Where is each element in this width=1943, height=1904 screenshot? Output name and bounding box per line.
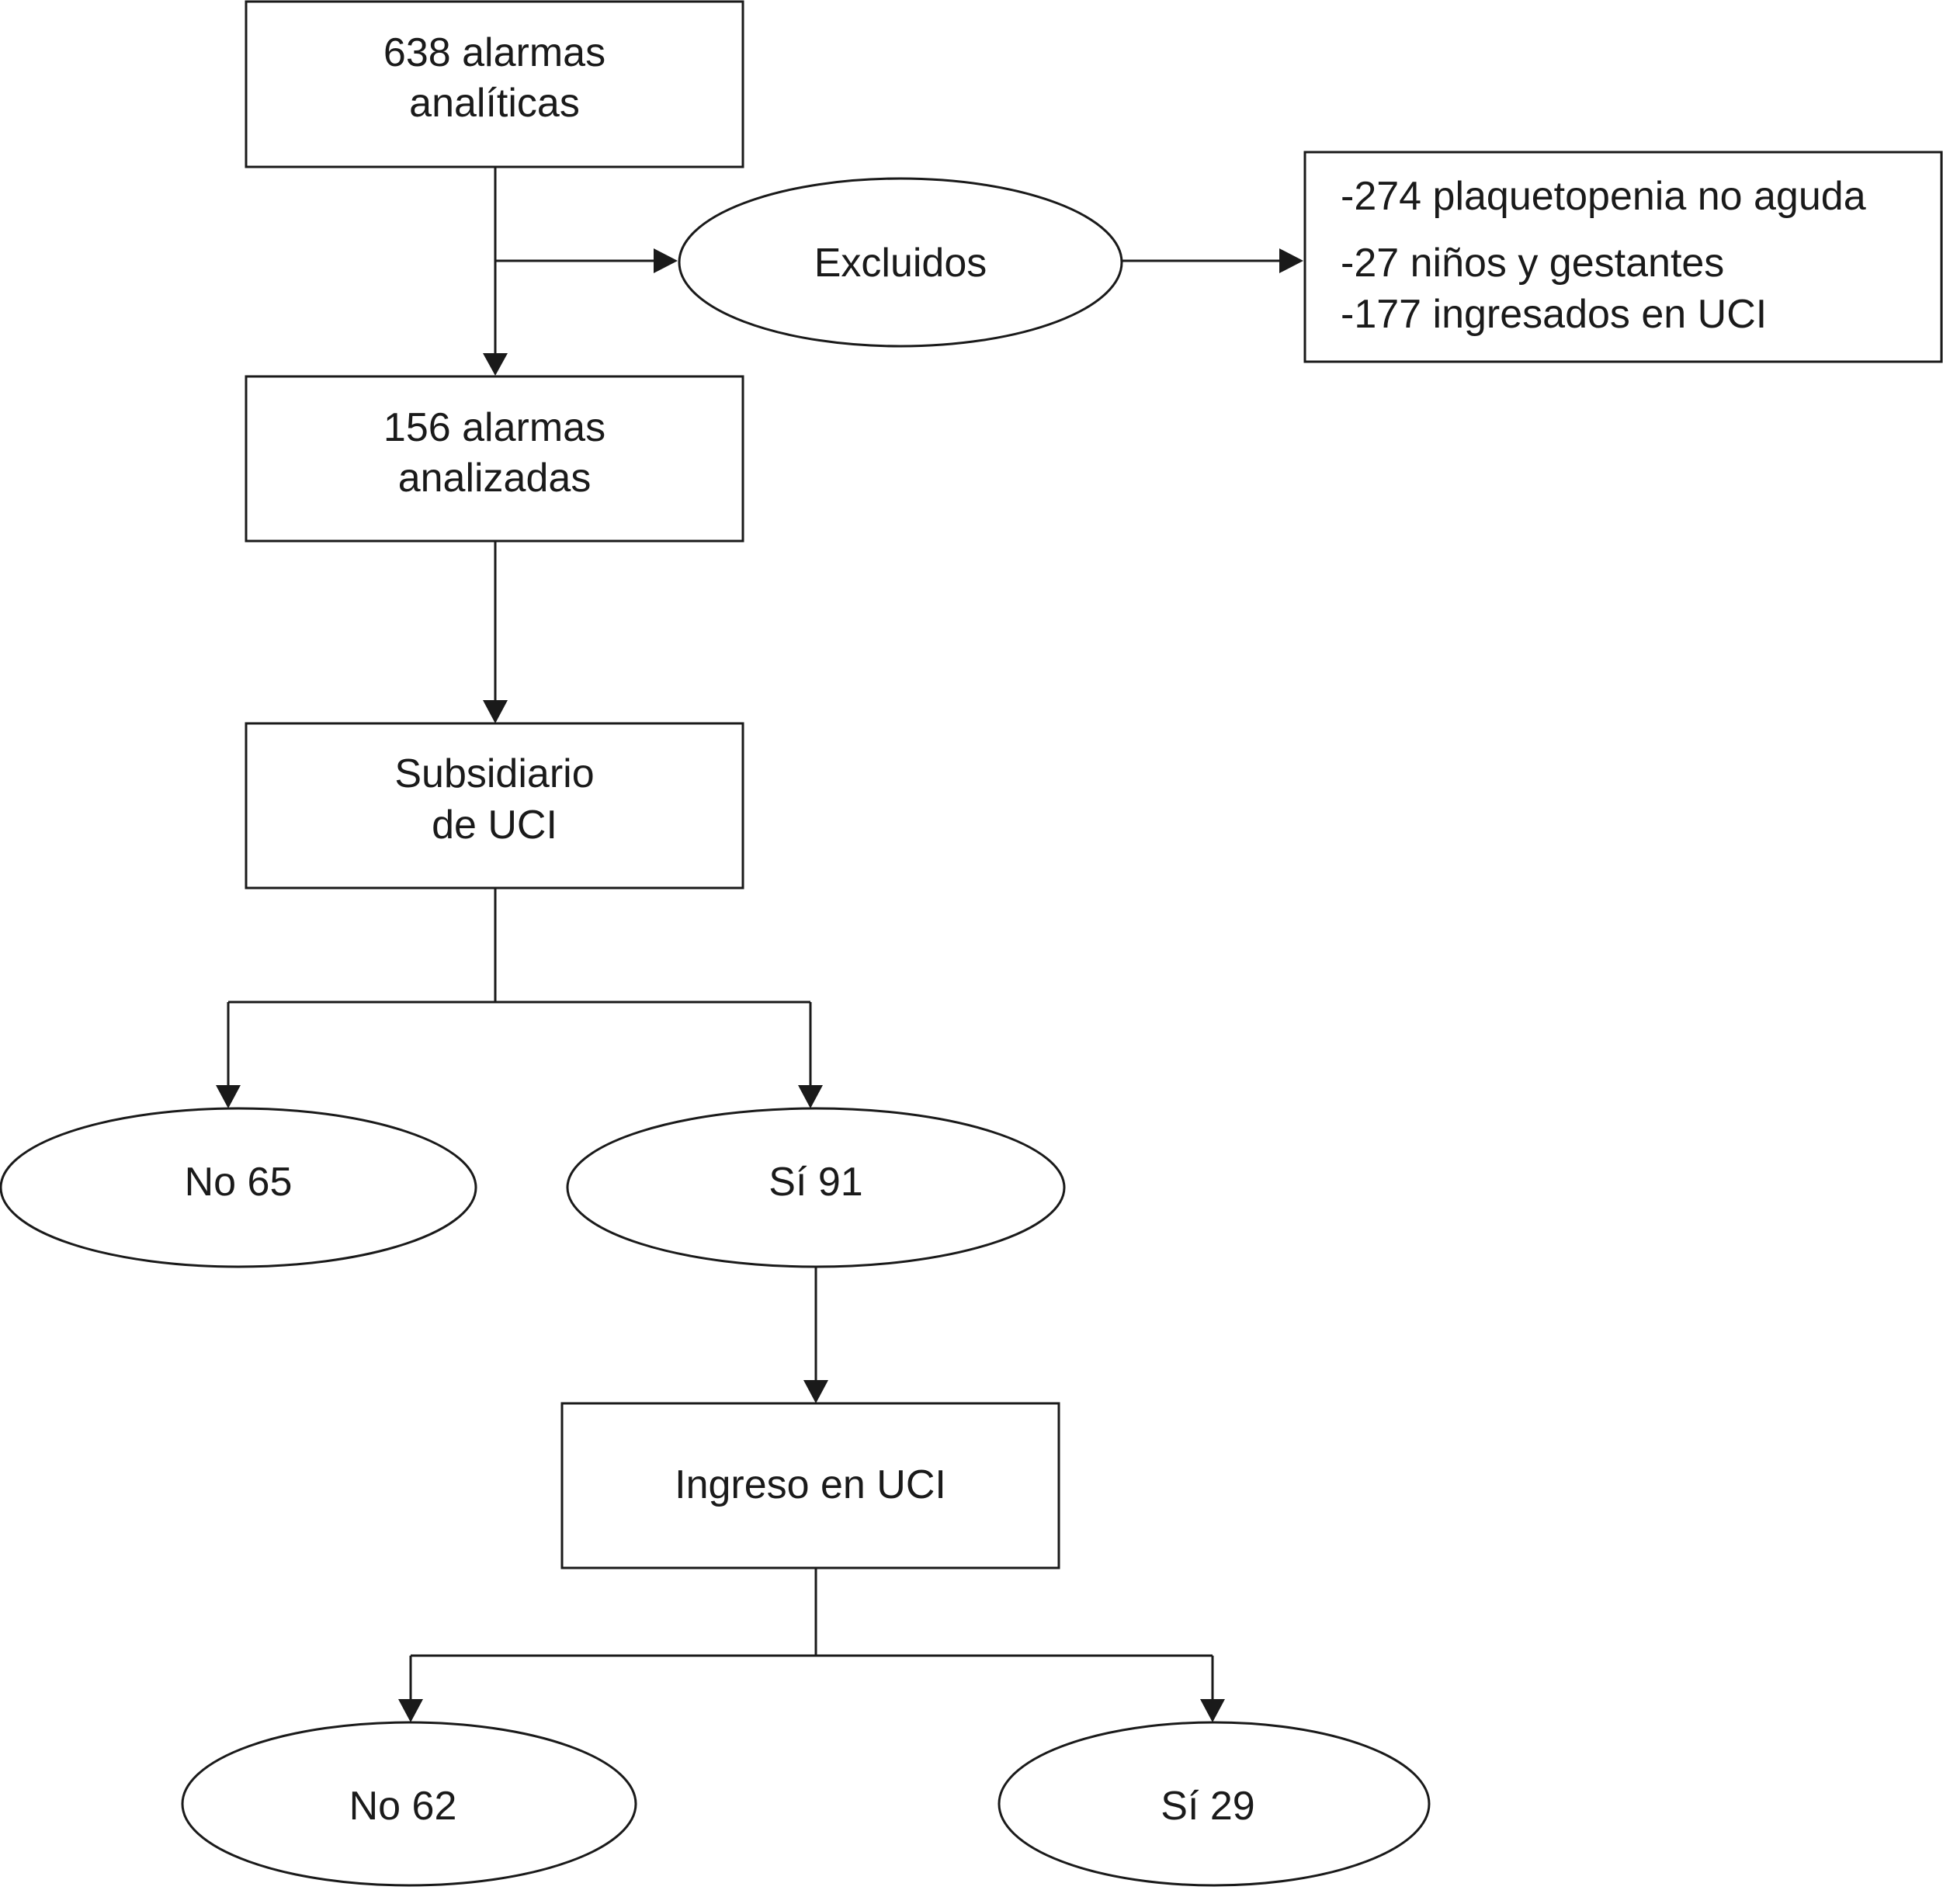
exclusion-item-2: -27 niños y gestantes: [1341, 241, 1724, 286]
arrowhead-admission-yes: [1200, 1699, 1225, 1722]
exclusion-item-1: -274 plaquetopenia no aguda: [1341, 174, 1866, 219]
arrowhead-admission: [803, 1380, 828, 1403]
node-icu-candidate-line-2: de UCI: [432, 803, 557, 848]
node-excluded-label: Excluidos: [814, 241, 987, 286]
node-analyzed-line-2: analizadas: [398, 456, 592, 501]
arrowhead-candidate-yes: [798, 1085, 823, 1108]
node-total-alarms-line-2: analíticas: [409, 81, 580, 126]
node-icu-candidate: Subsidiario de UCI: [245, 722, 744, 890]
connectors: [216, 167, 1303, 1722]
arrowhead-candidate: [483, 700, 508, 723]
node-candidate-yes: Sí 91: [566, 1107, 1066, 1268]
node-admission-no: No 62: [181, 1721, 637, 1887]
node-total-alarms: 638 alarmas analíticas: [245, 0, 744, 168]
node-analyzed-line-1: 156 alarmas: [383, 405, 605, 450]
arrowhead-excluded: [654, 248, 678, 273]
node-candidate-no-label: No 65: [185, 1160, 293, 1205]
node-icu-admission-label: Ingreso en UCI: [675, 1462, 946, 1507]
node-icu-candidate-line-1: Subsidiario: [394, 751, 594, 796]
node-analyzed: 156 alarmas analizadas: [245, 375, 744, 543]
node-total-alarms-line-1: 638 alarmas: [383, 30, 605, 75]
arrowhead-candidate-no: [216, 1085, 241, 1108]
node-candidate-no: No 65: [0, 1107, 477, 1268]
arrowhead-analyzed: [483, 353, 508, 376]
node-admission-yes: Sí 29: [998, 1721, 1431, 1887]
node-candidate-yes-label: Sí 91: [769, 1160, 862, 1205]
arrowhead-list: [1279, 248, 1303, 273]
node-icu-admission: Ingreso en UCI: [560, 1402, 1060, 1569]
node-admission-no-label: No 62: [349, 1784, 457, 1829]
exclusion-item-3: -177 ingresados en UCI: [1341, 292, 1767, 337]
node-excluded: Excluidos: [678, 177, 1123, 348]
arrowhead-admission-no: [398, 1699, 423, 1722]
node-exclusion-list: -274 plaquetopenia no aguda -27 niños y …: [1303, 151, 1943, 363]
node-admission-yes-label: Sí 29: [1161, 1784, 1254, 1829]
